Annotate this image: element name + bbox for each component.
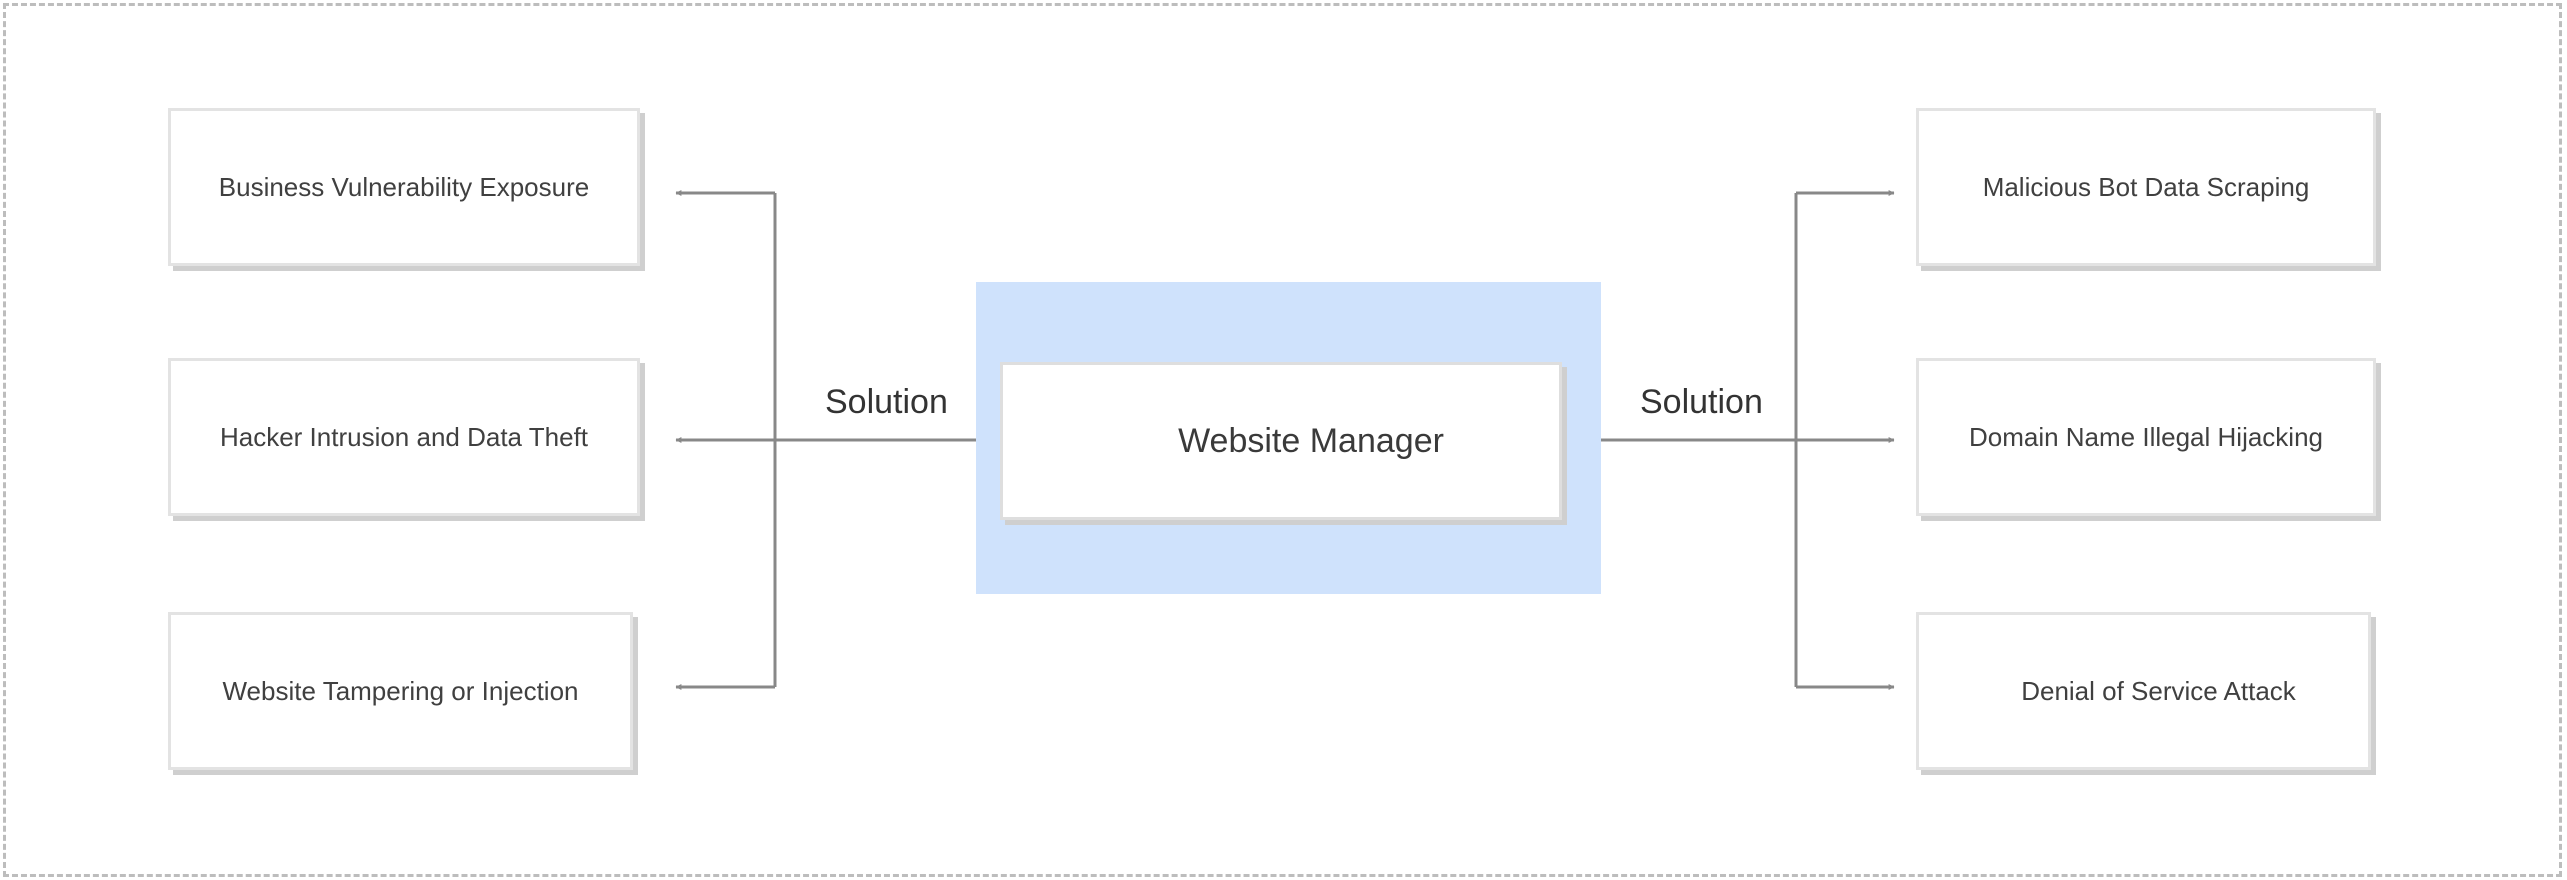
right-item-label: Domain Name Illegal Hijacking (1968, 421, 2324, 452)
left-item-box: Business Vulnerability Exposure (168, 108, 640, 266)
center-label: Website Manager (1178, 421, 1444, 460)
left-item-box: Hacker Intrusion and Data Theft (168, 358, 640, 516)
right-item-box: Domain Name Illegal Hijacking (1916, 358, 2376, 516)
left-solution-label: Solution (825, 383, 948, 421)
right-item-box: Denial of Service Attack (1916, 612, 2371, 770)
left-item-box: Website Tampering or Injection (168, 612, 633, 770)
left-item-label: Hacker Intrusion and Data Theft (219, 421, 589, 452)
diagram-frame (3, 3, 2562, 877)
left-item-label: Website Tampering or Injection (222, 675, 579, 706)
center-box: Website Manager (1000, 362, 1562, 520)
right-item-box: Malicious Bot Data Scraping (1916, 108, 2376, 266)
right-item-label: Malicious Bot Data Scraping (1982, 171, 2310, 202)
right-solution-label: Solution (1640, 383, 1763, 421)
left-item-label: Business Vulnerability Exposure (218, 171, 590, 202)
right-item-label: Denial of Service Attack (2021, 675, 2296, 706)
